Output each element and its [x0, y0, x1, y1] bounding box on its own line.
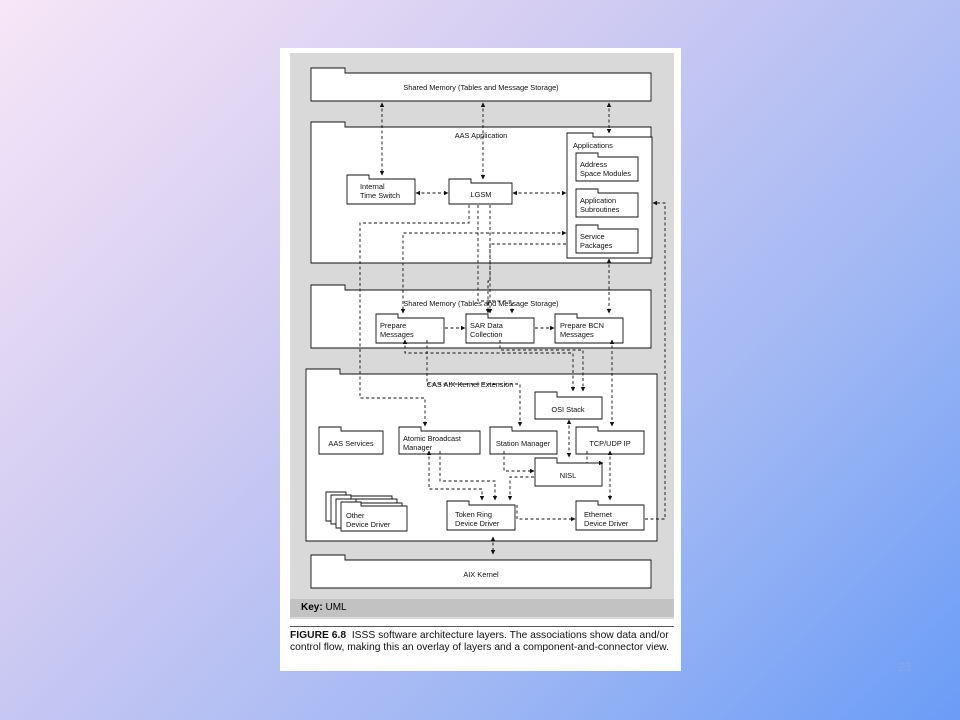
figure-caption: FIGURE 6.8 ISSS software architecture la…	[290, 630, 670, 653]
lgsm-box	[448, 178, 513, 205]
connector-service-sar	[487, 243, 566, 314]
connector-service-prepare	[400, 230, 567, 314]
application-subroutines-label-1: Application	[580, 196, 616, 205]
key-legend: Key: UML	[290, 599, 674, 617]
prepare-bcn-messages-label-1: Prepare BCN	[560, 321, 604, 330]
lgsm-label: LGSM	[471, 190, 492, 199]
aas-application-label: AAS Application	[455, 131, 508, 140]
prepare-messages-box	[375, 313, 445, 344]
prepare-bcn-messages-label-2: Messages	[560, 330, 594, 339]
osi-stack-box	[534, 391, 603, 420]
other-device-driver-label-2: Device Driver	[346, 520, 391, 529]
nisl-label: NISL	[560, 471, 576, 480]
atomic-broadcast-manager-box	[398, 426, 481, 455]
internal-time-switch-label-1: Internal	[360, 182, 385, 191]
figure-label: FIGURE 6.8	[290, 630, 347, 641]
station-manager-label: Station Manager	[496, 439, 551, 448]
applications-label: Applications	[573, 141, 613, 150]
other-device-driver-label-1: Other	[346, 511, 365, 520]
prepare-messages-label-1: Prepare	[380, 321, 406, 330]
application-subroutines-box	[575, 188, 639, 218]
connector-prepare-atomic	[402, 339, 576, 392]
figure-panel: Shared Memory (Tables and Message Storag…	[280, 48, 681, 671]
architecture-diagram: Shared Memory (Tables and Message Storag…	[305, 67, 666, 589]
connector-prepare-station	[426, 340, 523, 427]
caption-text: ISSS software architecture layers. The a…	[290, 630, 669, 653]
address-space-modules-label-1: Address	[580, 160, 607, 169]
aix-kernel-box	[310, 554, 652, 589]
ethernet-device-driver-box	[575, 500, 645, 531]
osi-stack-label: OSI Stack	[551, 405, 585, 414]
connector-lgsm-sar-a	[477, 205, 515, 314]
shared-memory-mid-label: Shared Memory (Tables and Message Storag…	[403, 299, 558, 308]
connector-sar-osi	[499, 340, 586, 392]
sar-data-collection-label-1: SAR Data	[470, 321, 504, 330]
connector-ethernet-applications	[645, 200, 666, 520]
cas-aix-kernel-extension-label: CAS AIX Kernel Extension	[427, 380, 514, 389]
atomic-broadcast-manager-label-2: Manager	[403, 443, 433, 452]
token-ring-device-driver-label-1: Token Ring	[455, 510, 492, 519]
key-value: UML	[325, 602, 347, 613]
aas-services-label: AAS Services	[328, 439, 373, 448]
tcp-udp-ip-box	[575, 426, 645, 455]
aas-services-box	[318, 426, 384, 455]
address-space-modules-box	[575, 152, 639, 182]
shared-memory-top-box	[310, 67, 652, 102]
connector-atomic-tokenring-b	[439, 451, 498, 501]
ethernet-device-driver-label-1: Ethernet	[584, 510, 612, 519]
application-subroutines-label-2: Subroutines	[580, 205, 620, 214]
ethernet-device-driver-label-2: Device Driver	[584, 519, 629, 528]
connector-atomic-tokenring	[426, 450, 485, 501]
connector-lgsm-prepare-messages	[359, 205, 470, 427]
connector-lgsm-sar-b	[485, 205, 491, 314]
prepare-messages-label-2: Messages	[380, 330, 414, 339]
connector-tcp-nisl	[586, 451, 604, 466]
diagram-area: Shared Memory (Tables and Message Storag…	[290, 53, 674, 619]
service-packages-label-2: Packages	[580, 241, 613, 250]
internal-time-switch-label-2: Time Switch	[360, 191, 400, 200]
connector-nisl-tokenring	[507, 476, 534, 501]
aix-kernel-label: AIX Kernel	[463, 570, 499, 579]
other-device-driver-box	[340, 501, 408, 532]
tcp-udp-ip-label: TCP/UDP IP	[589, 439, 630, 448]
caption-divider	[290, 626, 674, 627]
connector-tokenring-ethernet	[516, 505, 576, 522]
connector-station-nisl	[503, 451, 535, 474]
token-ring-device-driver-label-2: Device Driver	[455, 519, 500, 528]
token-ring-device-driver-box	[446, 500, 516, 531]
shared-memory-top-label: Shared Memory (Tables and Message Storag…	[403, 83, 558, 92]
service-packages-box	[575, 224, 639, 254]
page-number: 23	[898, 660, 912, 674]
address-space-modules-label-2: Space Modules	[580, 169, 631, 178]
internal-time-switch-box	[346, 174, 416, 205]
sar-data-collection-label-2: Collection	[470, 330, 502, 339]
service-packages-label-1: Service	[580, 232, 605, 241]
station-manager-box	[489, 426, 558, 455]
atomic-broadcast-manager-label-1: Atomic Broadcast	[403, 434, 461, 443]
key-label: Key:	[301, 602, 323, 613]
